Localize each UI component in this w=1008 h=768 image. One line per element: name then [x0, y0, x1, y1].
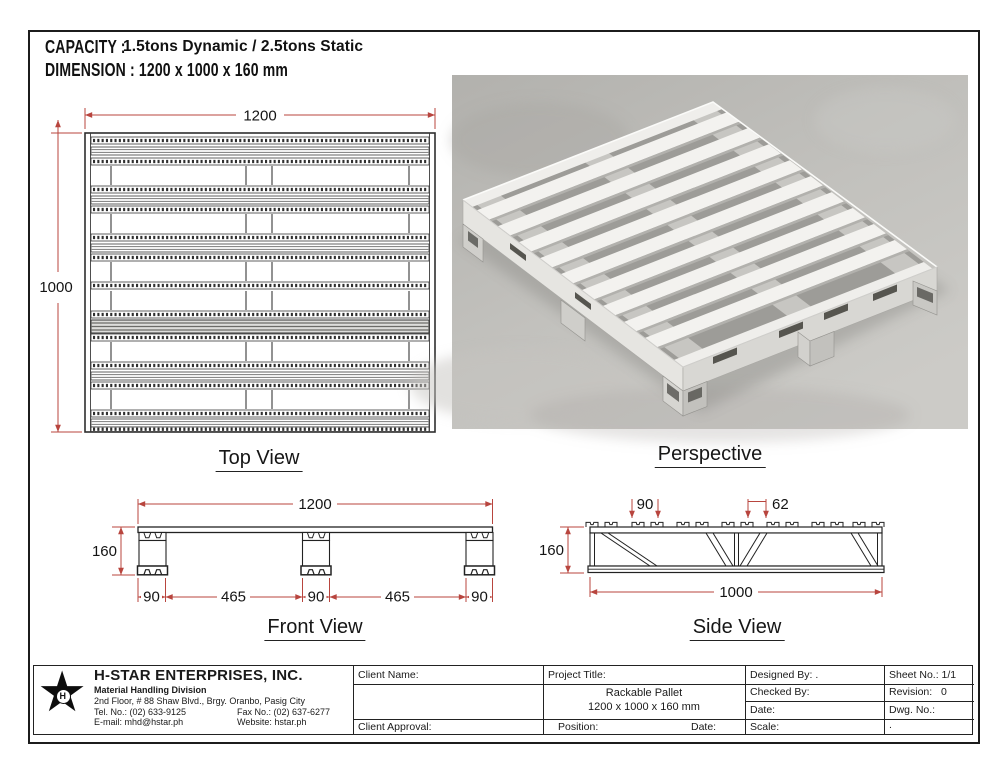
front-dim-height-text: 160 — [92, 543, 117, 560]
company-tel-fax: Tel. No.: (02) 633-9125 Fax No.: (02) 63… — [94, 707, 330, 717]
dimension-line: DIMENSION : 1200 x 1000 x 160 mm — [45, 60, 357, 82]
sheet-border — [28, 30, 980, 744]
project-size: 1200 x 1000 x 160 mm — [588, 701, 700, 713]
side-deck — [589, 526, 883, 534]
side-braces — [594, 532, 879, 567]
svg-text:90: 90 — [143, 589, 160, 606]
position-label: Position: — [558, 721, 599, 733]
front-dim-segment-labels: 90 465 90 465 90 — [141, 589, 490, 606]
leg-slots — [468, 231, 933, 403]
side-dim-gap — [745, 499, 769, 518]
background-blotches — [410, 88, 955, 443]
svg-text:90: 90 — [308, 589, 325, 606]
pallet-top-face — [463, 102, 934, 368]
logo-letter: H — [59, 690, 67, 701]
top-view-label: Top View — [215, 447, 303, 472]
front-dim-width-text: 1200 — [298, 496, 331, 513]
side-view-drawing: 160 1000 90 62 — [539, 496, 885, 601]
top-view-drawing: 1200 1000 — [39, 108, 436, 433]
project-name: Rackable Pallet — [605, 687, 683, 699]
client-name-label: Client Name: — [358, 668, 419, 681]
front-dim-width — [137, 499, 493, 524]
perspective-label: Perspective — [654, 443, 766, 468]
capacity-label: CAPACITY : — [45, 37, 126, 57]
title-block: ★ H H-STAR ENTERPRISES, INC. Material Ha… — [33, 662, 974, 735]
side-body — [589, 532, 883, 567]
company-logo: ★ H — [37, 662, 89, 728]
dwg-no-value: . — [889, 719, 892, 731]
pallet-deck — [137, 526, 494, 534]
perspective-render — [410, 75, 968, 443]
row-line — [353, 683, 745, 685]
svg-text:465: 465 — [385, 589, 410, 606]
side-dim-pitch — [629, 499, 661, 518]
side-dim-gap-text: 62 — [772, 496, 789, 513]
company-website: Website: hstar.ph — [237, 717, 307, 727]
dwg-no-label: Dwg. No.: — [889, 703, 936, 716]
divider — [884, 666, 885, 734]
side-dim-height — [560, 526, 584, 574]
top-dim-height-text: 1000 — [39, 279, 72, 296]
date-label: Date: — [750, 703, 776, 716]
front-dim-height — [112, 526, 135, 576]
side-view-label: Side View — [689, 616, 785, 641]
client-approval-label: Client Approval: — [358, 721, 432, 733]
designed-by-label: Designed By: . — [750, 668, 819, 681]
front-rim-line — [462, 199, 938, 368]
front-view-drawing: 1200 160 90 465 90 465 90 — [92, 496, 496, 606]
side-dim-height-text: 160 — [539, 542, 564, 559]
company-tel: Tel. No.: (02) 633-9125 — [94, 706, 187, 717]
capacity-value: 1.5tons Dynamic / 2.5tons Static — [123, 38, 364, 55]
scale-label: Scale: — [750, 721, 780, 733]
project-title-label: Project Title: — [548, 668, 606, 681]
top-dim-width — [84, 108, 436, 129]
svg-text:465: 465 — [221, 589, 246, 606]
divider — [353, 666, 354, 734]
row-line — [353, 718, 745, 720]
capacity-line: CAPACITY : 1.5tons Dynamic / 2.5tons Sta… — [45, 37, 363, 59]
divider — [745, 666, 746, 734]
slat-cross-sections — [585, 521, 885, 527]
company-fax: Fax No.: (02) 637-6277 — [237, 706, 331, 717]
row-line — [745, 701, 974, 702]
svg-text:90: 90 — [471, 589, 488, 606]
pallet-slats-pattern — [90, 136, 430, 432]
top-rim-highlight — [462, 101, 938, 268]
top-dim-height — [51, 120, 82, 433]
company-address: 2nd Floor, # 88 Shaw Blvd., Brgy. Oranbo… — [94, 695, 305, 706]
top-dim-width-text: 1200 — [243, 108, 276, 125]
row-line — [745, 683, 974, 685]
logo-circle — [56, 689, 71, 704]
company-email-web: E-mail: mhd@hstar.ph Website: hstar.ph — [94, 717, 306, 727]
company-division: Material Handling Division — [94, 685, 207, 695]
company-name: H-STAR ENTERPRISES, INC. — [94, 667, 303, 684]
side-dim-width-text: 1000 — [719, 584, 752, 601]
divider — [543, 666, 544, 734]
sheet-no: Sheet No.: 1/1 — [889, 668, 957, 681]
side-dim-pitch-text: 90 — [637, 496, 654, 513]
side-dim-width — [589, 577, 883, 597]
checked-by-label: Checked By: — [750, 686, 810, 698]
company-email: E-mail: mhd@hstar.ph — [94, 717, 184, 727]
side-face-slots — [510, 243, 897, 364]
pallet-legs — [462, 223, 938, 417]
position-date-label: Date: — [691, 721, 717, 733]
row-line — [745, 718, 974, 720]
revision: Revision: 0 — [889, 686, 947, 698]
pallet-legs-front — [136, 531, 496, 576]
front-view-label: Front View — [264, 616, 366, 641]
dimension-label-and-value: DIMENSION : 1200 x 1000 x 160 mm — [45, 60, 289, 80]
